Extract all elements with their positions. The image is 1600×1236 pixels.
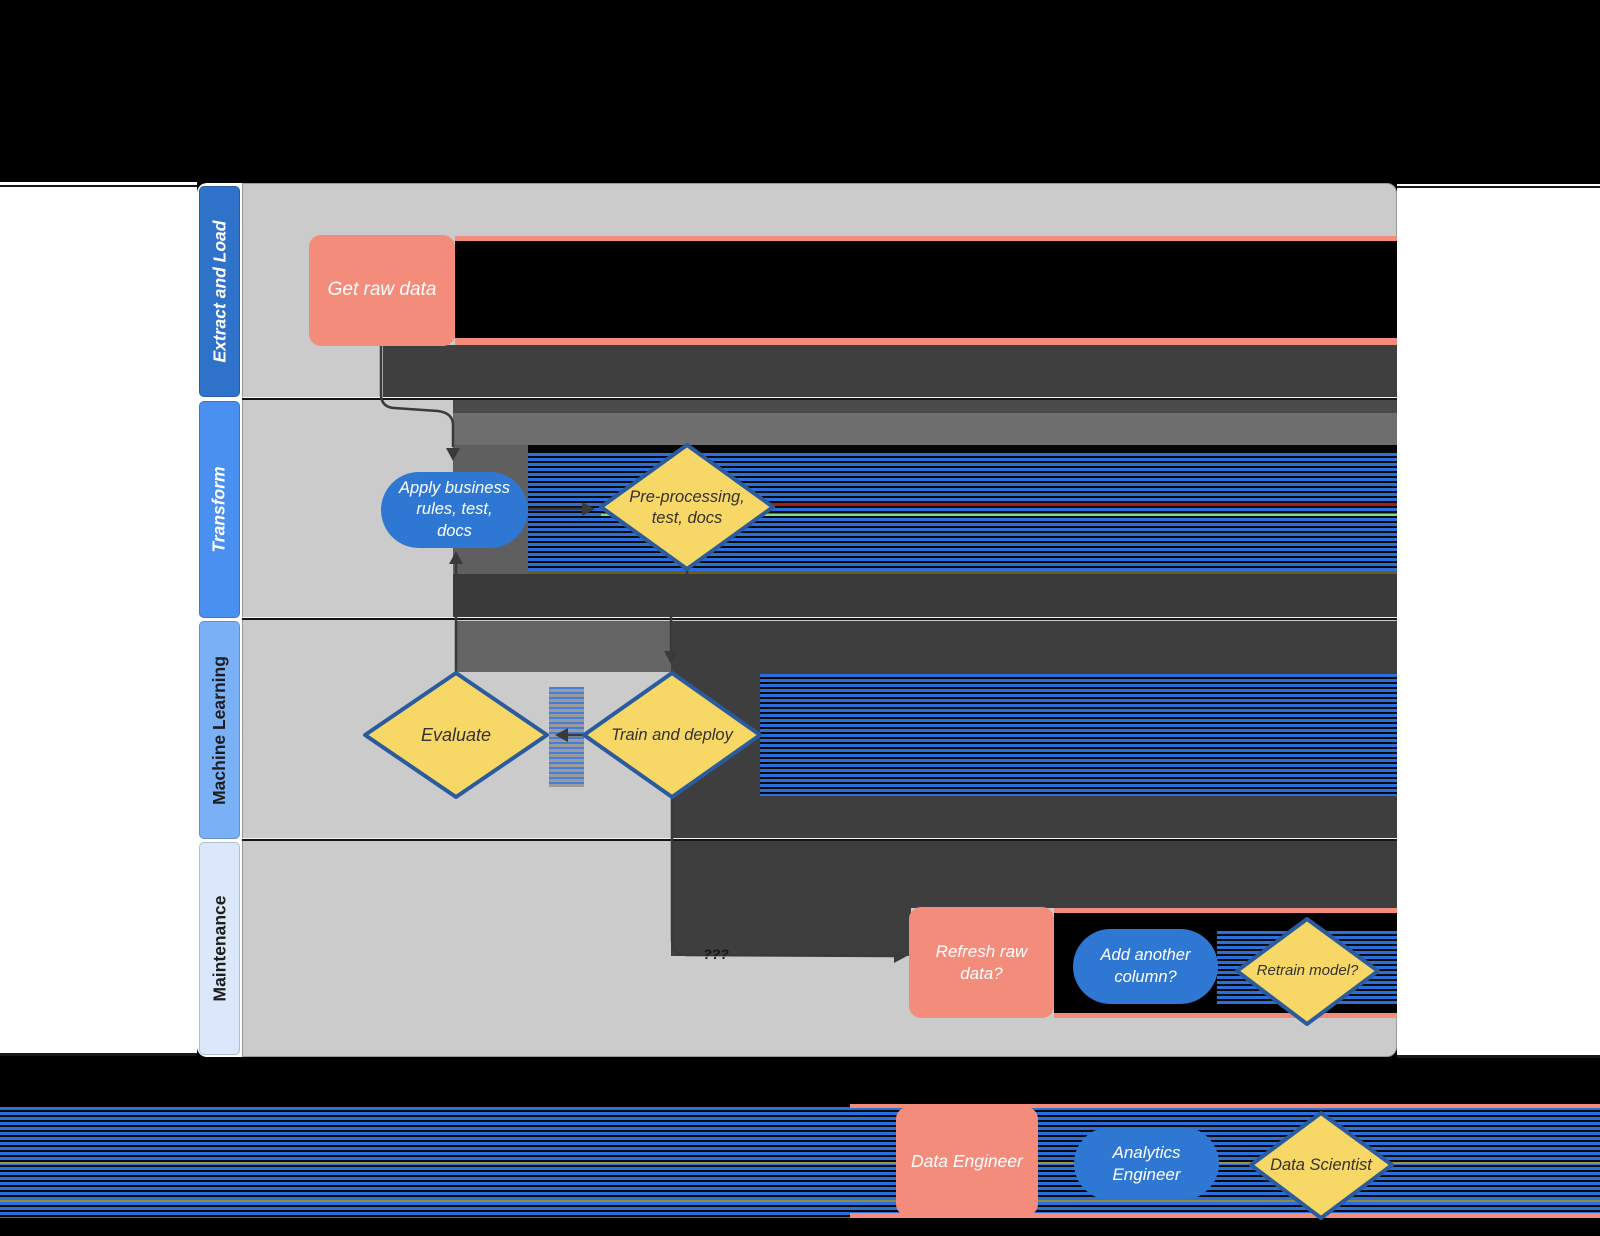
node-add-another-column: Add another column? bbox=[1073, 929, 1218, 1004]
glitch-lane3-blue-stripes bbox=[760, 674, 1397, 796]
node-train-and-deploy-label: Train and deploy bbox=[611, 725, 733, 744]
right-margin bbox=[1397, 184, 1600, 1057]
glitch-lane2-top bbox=[453, 400, 1397, 413]
node-apply-business-rules: Apply business rules, test, docs bbox=[381, 472, 528, 548]
lane-header-machine-learning: Machine Learning bbox=[199, 621, 240, 839]
glitch-lane1-salmon-bottom bbox=[455, 338, 1397, 345]
lane-header-transform: Transform bbox=[199, 401, 240, 618]
glitch-lane4-right-dark bbox=[911, 838, 1397, 908]
lane-divider-1-highlight bbox=[242, 397, 1397, 398]
lane-divider-3 bbox=[242, 839, 1397, 841]
lane-label-machine-learning: Machine Learning bbox=[209, 655, 229, 805]
legend-olive-line-2 bbox=[0, 1200, 1600, 1202]
glitch-lane3-left-band bbox=[455, 621, 671, 672]
legend-olive-line-1 bbox=[0, 1162, 1600, 1164]
glitch-lane2-olive-line bbox=[528, 571, 1397, 574]
lane-header-extract-and-load: Extract and Load bbox=[199, 186, 240, 397]
glitch-lane2-bottom bbox=[453, 574, 1397, 618]
glitch-lane4-salmon-top bbox=[1054, 908, 1397, 913]
legend-data-engineer: Data Engineer bbox=[896, 1107, 1038, 1216]
node-refresh-raw-data: Refresh raw data? bbox=[909, 907, 1054, 1018]
glitch-lane2-red-line bbox=[601, 503, 1397, 506]
lane-divider-1 bbox=[242, 398, 1397, 400]
legend-salmon-bottom bbox=[850, 1213, 1600, 1218]
node-evaluate-label: Evaluate bbox=[420, 724, 492, 745]
lane-divider-2 bbox=[242, 618, 1397, 620]
glitch-lane2-green-line bbox=[601, 514, 1397, 516]
left-margin bbox=[0, 182, 197, 1056]
glitch-lane4-left-dark bbox=[671, 838, 911, 956]
connector-question-label: ??? bbox=[703, 946, 729, 962]
node-retrain-model-label: Retrain model? bbox=[1256, 961, 1359, 979]
glitch-lane2-gray bbox=[453, 413, 1397, 445]
node-preprocessing-label: Pre-processing, test, docs bbox=[629, 488, 745, 527]
glitch-lane2-black-strip bbox=[528, 445, 1397, 453]
glitch-lane1-black-band bbox=[455, 241, 1397, 338]
legend-analytics-engineer: Analytics Engineer bbox=[1074, 1127, 1219, 1200]
lane-divider-2-highlight bbox=[242, 617, 1397, 618]
glitch-lane1-dark-band bbox=[383, 345, 1397, 399]
right-margin-bottom-line bbox=[1397, 1055, 1600, 1058]
legend-salmon-top bbox=[850, 1104, 1600, 1108]
left-margin-bottom-line bbox=[0, 1053, 197, 1056]
right-margin-top-line bbox=[1397, 186, 1600, 188]
left-margin-top-line bbox=[0, 185, 197, 187]
legend-data-scientist-label: Data Scientist bbox=[1270, 1155, 1372, 1174]
lane-label-extract-and-load: Extract and Load bbox=[209, 220, 230, 363]
glitch-lane4-salmon-bottom bbox=[1054, 1013, 1397, 1018]
glitch-lane1-salmon-top bbox=[455, 236, 1397, 241]
glitch-lane3-mid-stripes bbox=[549, 687, 584, 787]
node-get-raw-data: Get raw data bbox=[309, 235, 455, 346]
lane-header-maintenance: Maintenance bbox=[199, 842, 240, 1055]
lane-label-transform: Transform bbox=[209, 466, 230, 553]
lane-label-maintenance: Maintenance bbox=[209, 895, 229, 1002]
